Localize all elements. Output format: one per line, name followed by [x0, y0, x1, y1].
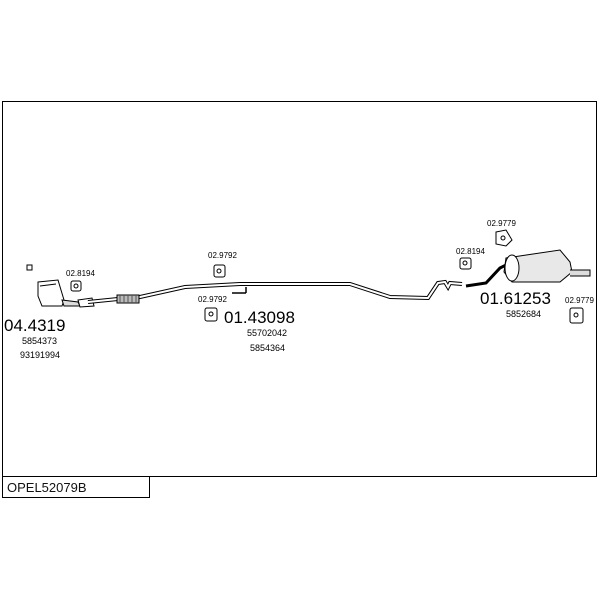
hanger-02-9792-top[interactable]	[213, 264, 226, 278]
part-code: 04.4319	[4, 316, 65, 335]
middle-pipe[interactable]	[87, 279, 463, 304]
part-ref: 93191994	[20, 350, 60, 360]
part-code: 01.61253	[480, 289, 551, 308]
hanger-02-9779-bottom[interactable]	[569, 307, 584, 324]
small-part-label: 02.9779	[565, 296, 594, 305]
part-ref: 5852684	[506, 309, 541, 319]
hanger-02-9779-top[interactable]	[495, 229, 513, 247]
diagram-code-box: OPEL52079B	[2, 476, 150, 498]
small-part-label: 02.9792	[208, 251, 237, 260]
bracket-02-9792[interactable]	[232, 287, 247, 294]
hanger-02-9792-bottom[interactable]	[204, 307, 218, 322]
diagram-frame	[2, 101, 597, 477]
part-code: 01.43098	[224, 308, 295, 327]
small-part-label: 02.9792	[198, 295, 227, 304]
rear-muffler[interactable]	[465, 249, 591, 288]
small-part-label: 02.8194	[456, 247, 485, 256]
part-ref: 5854373	[22, 336, 57, 346]
part-ref: 5854364	[250, 343, 285, 353]
small-part-label: 02.9779	[487, 219, 516, 228]
hanger-02-8194-left[interactable]	[70, 280, 82, 292]
small-part-label: 02.8194	[66, 269, 95, 278]
diagram-code: OPEL52079B	[7, 480, 87, 495]
hanger-02-8194-right[interactable]	[459, 257, 472, 270]
part-ref: 55702042	[247, 328, 287, 338]
